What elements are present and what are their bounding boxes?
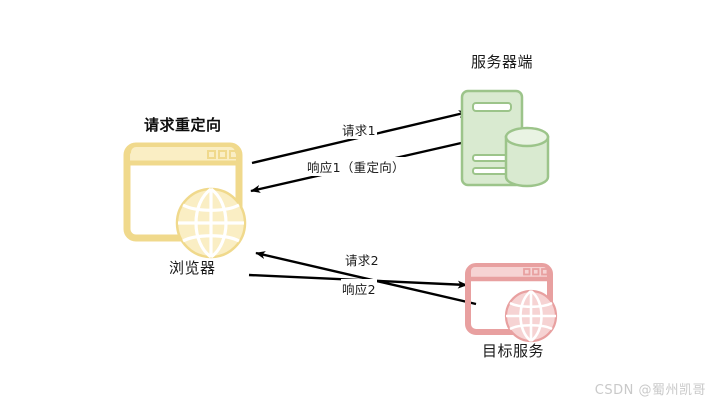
edge-label-request-2: 请求2 — [344, 250, 380, 269]
browser-globe-icon — [465, 263, 558, 343]
edge-label-response-2: 响应2 — [341, 279, 377, 298]
browser-globe-icon — [123, 142, 247, 259]
node-label-browser: 浏览器 — [169, 259, 216, 277]
edge-request-2 — [255, 251, 477, 306]
edge-label-request-1: 请求1 — [341, 120, 377, 139]
server-database-icon — [460, 89, 550, 188]
page-title: 请求重定向 — [144, 116, 222, 134]
watermark-text: CSDN @蜀州凯哥 — [594, 383, 706, 398]
node-label-target: 目标服务 — [482, 342, 545, 360]
edge-label-response-1: 响应1（重定向） — [306, 157, 406, 176]
node-label-server: 服务器端 — [471, 53, 534, 71]
